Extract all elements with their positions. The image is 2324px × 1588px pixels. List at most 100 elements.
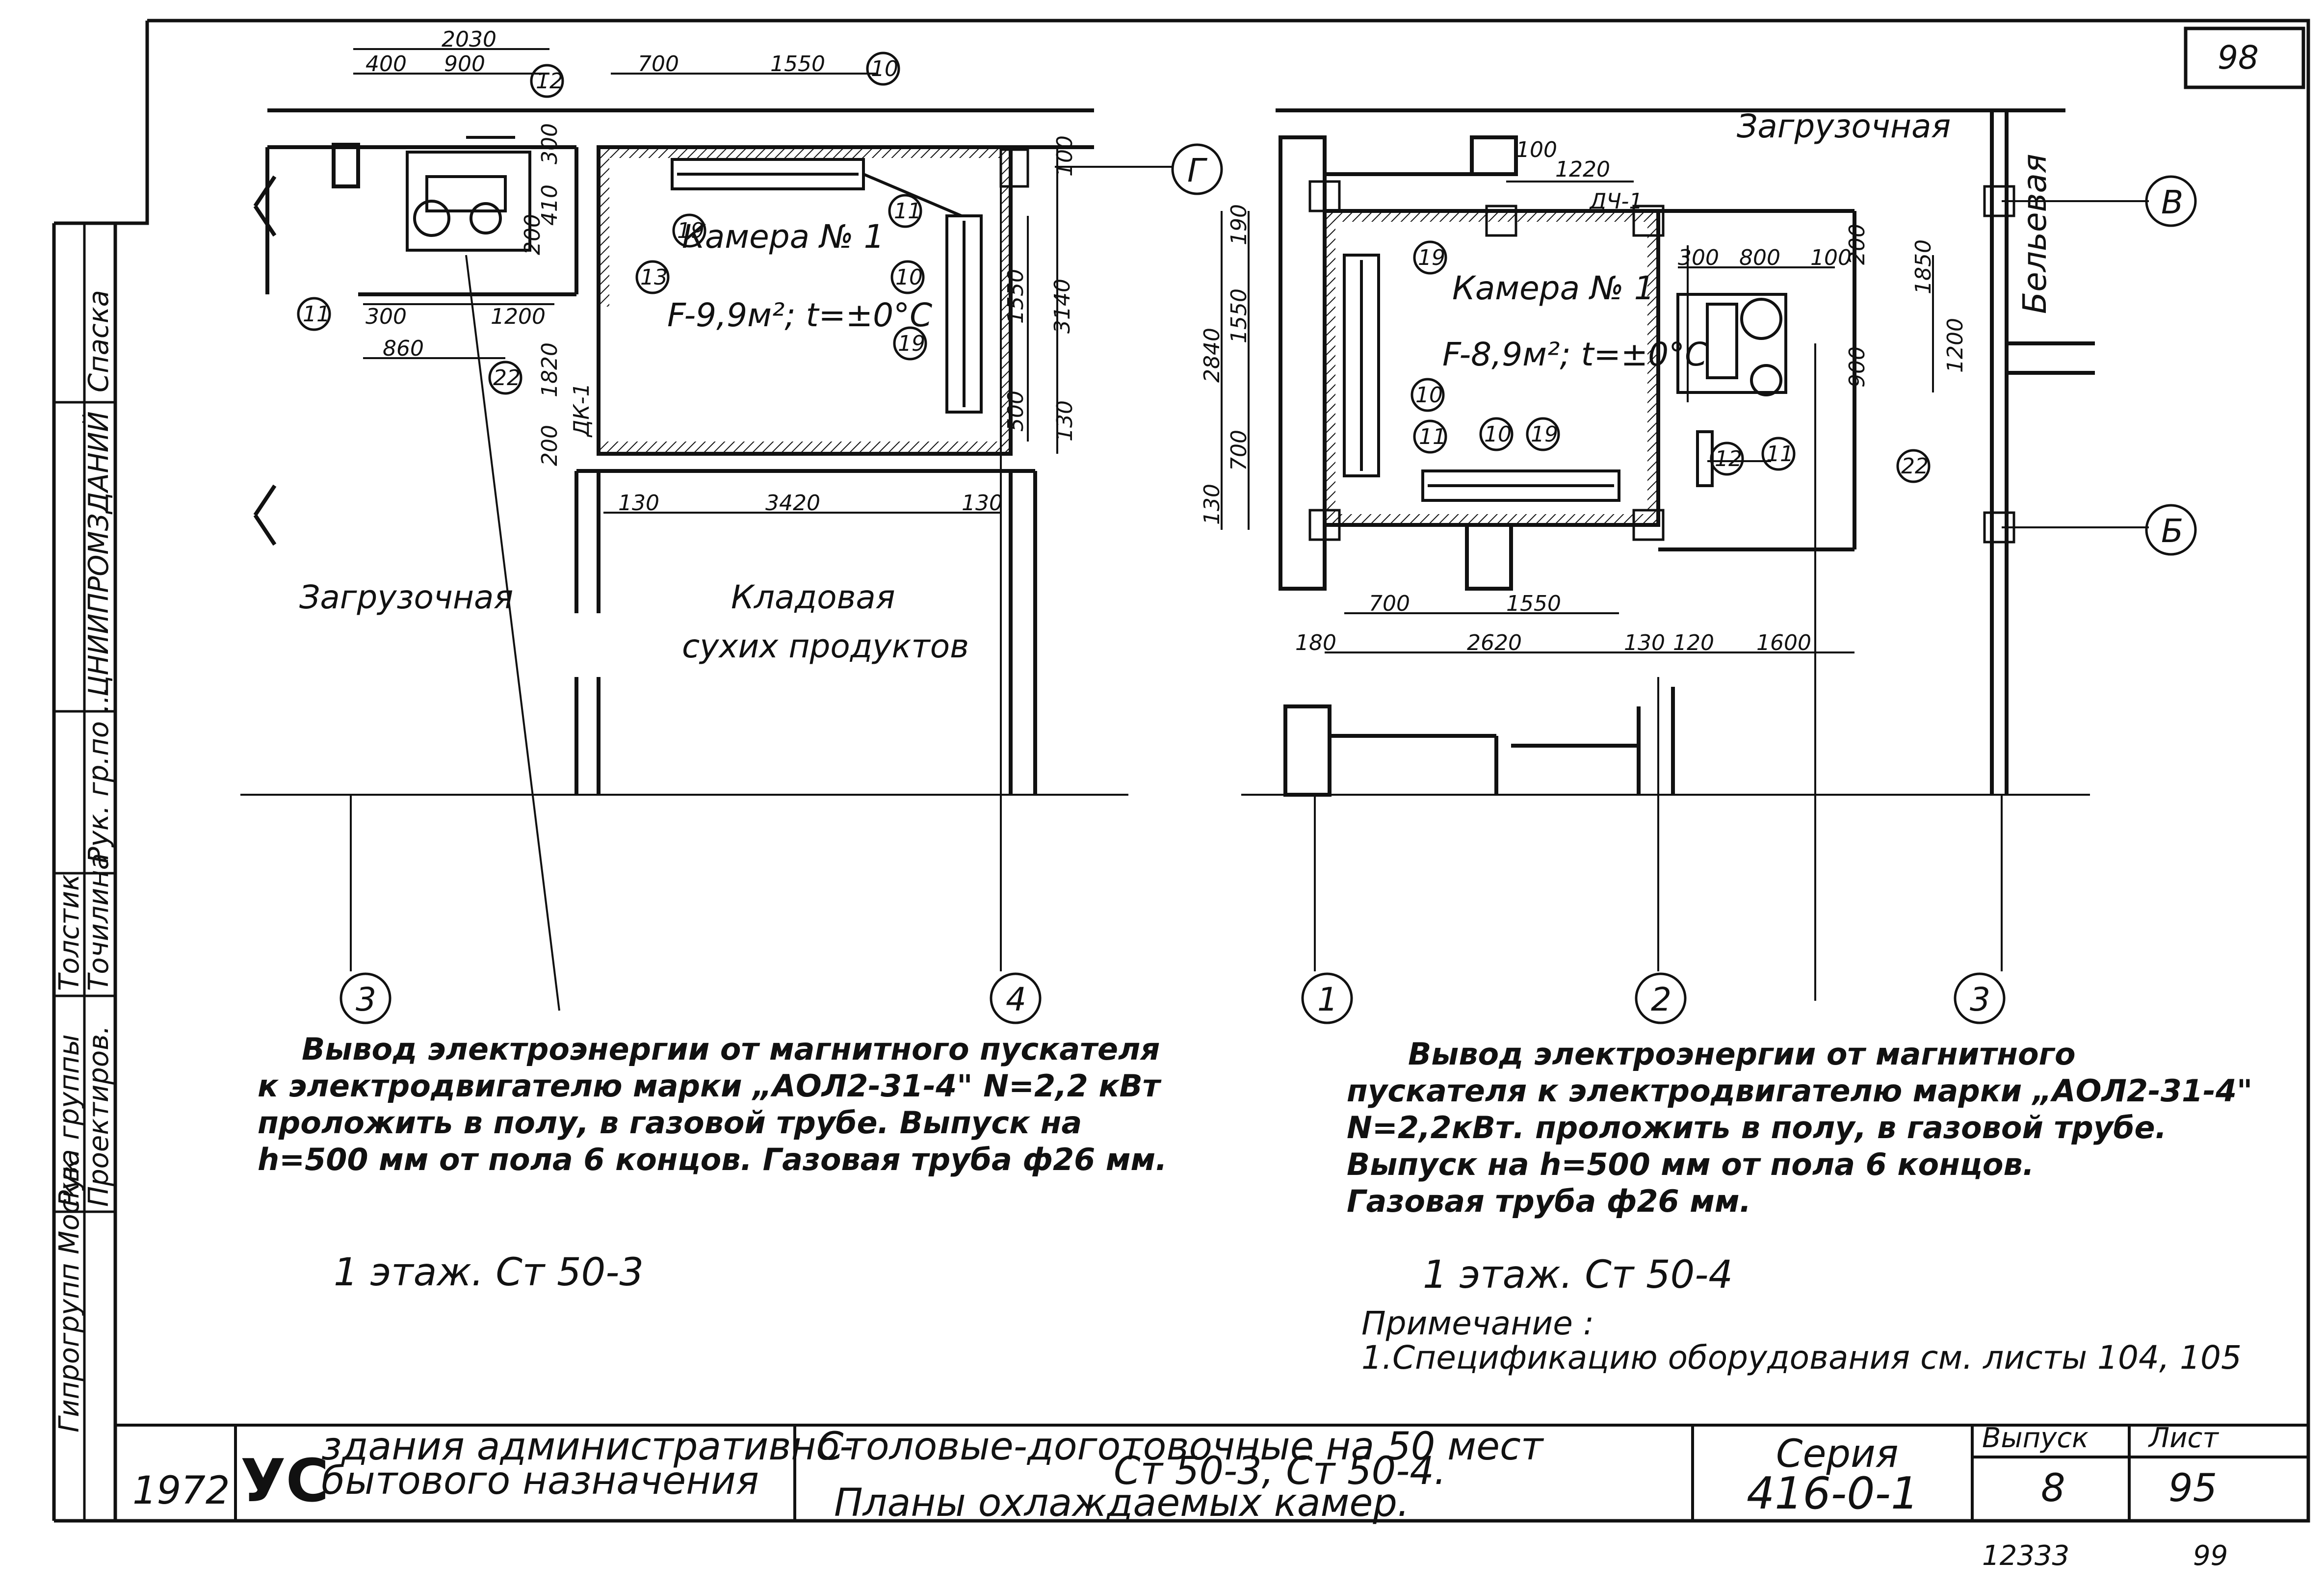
- right-dim-200: 200: [1845, 224, 1870, 265]
- year: 1972: [132, 1469, 230, 1513]
- remark-text: 1.Спецификацию оборудования см. листы 10…: [1361, 1339, 2242, 1377]
- axis-3-bubble-right: [1954, 972, 2006, 1024]
- left-dim-3420: 3420: [765, 491, 820, 516]
- right-dim-900: 900: [1845, 346, 1870, 388]
- axis-b-bubble: [2145, 504, 2197, 556]
- axis-label-1: 1: [1317, 981, 1338, 1018]
- left-dim-300-v: 300: [537, 123, 562, 164]
- right-marker-11: 11: [1419, 424, 1446, 449]
- left-compressor-unit: [406, 136, 531, 252]
- left-dim-900: 900: [444, 52, 485, 77]
- left-marker-11: 11: [894, 199, 921, 224]
- right-coolers: [1343, 254, 1620, 502]
- right-dim-1550: 1550: [1227, 288, 1252, 343]
- right-markers: [1410, 240, 1931, 483]
- right-note-line-1: Вывод электроэнергии от магнитного: [1408, 1036, 2076, 1072]
- stamp-org: ЦНИИПРОМЗДАНИЙ: [83, 412, 115, 697]
- title-line-3: Планы охлаждаемых камер.: [834, 1481, 1410, 1525]
- right-marker-22: 22: [1901, 454, 1929, 479]
- left-dim-130-a: 130: [618, 491, 659, 516]
- left-coolers: [671, 158, 983, 414]
- right-plan-walls: [1241, 108, 2095, 797]
- sheet-value: 95: [2168, 1466, 2217, 1510]
- right-marker-10-a: 10: [1415, 383, 1443, 408]
- right-note-line-5: Газовая труба ф26 мм.: [1347, 1183, 1751, 1219]
- right-marker-11-b: 11: [1766, 442, 1794, 467]
- right-axes: [1314, 200, 2149, 1001]
- axis-g-bubble: [1171, 143, 1223, 195]
- corner-number: 98: [2218, 39, 2259, 77]
- right-camera-insulation: [1308, 205, 1665, 541]
- axis-label-g: Г: [1187, 152, 1208, 189]
- axis-4-bubble: [990, 972, 1042, 1024]
- org-line-2: бытового назначения: [321, 1459, 759, 1503]
- issue-value: 8: [2041, 1466, 2065, 1510]
- left-note-line-2: к электродвигателю марки „АОЛ2-31-4" N=2…: [258, 1068, 1162, 1104]
- left-marker-13: 13: [640, 265, 668, 290]
- right-dim-100: 100: [1516, 137, 1557, 162]
- right-camera-label: Камера № 1: [1452, 269, 1655, 307]
- bottom-number-2: 99: [2193, 1540, 2228, 1572]
- right-note-line-2: пускателя к электродвигателю марки „АОЛ2…: [1347, 1073, 2252, 1109]
- left-caption: 1 этаж. Ст 50-3: [334, 1250, 644, 1295]
- remark-title: Примечание :: [1361, 1304, 1594, 1342]
- right-door-label: ДЧ-1: [1589, 189, 1643, 214]
- left-dim-100: 100: [1052, 135, 1077, 177]
- right-dim-300: 300: [1678, 245, 1719, 270]
- axis-v-bubble: [2145, 175, 2197, 227]
- stamp-role-1: Рук. группы: [53, 1034, 85, 1207]
- right-columns: [1308, 180, 2015, 544]
- right-dim-700-b: 700: [1369, 591, 1410, 616]
- left-dim-1820: 1820: [537, 342, 562, 397]
- right-note-line-4: Выпуск на h=500 мм от пола 6 концов.: [1347, 1146, 2034, 1182]
- bottom-number-1: 12333: [1982, 1540, 2069, 1572]
- left-dim-860: 860: [383, 336, 424, 361]
- right-dim-130: 130: [1200, 484, 1225, 525]
- right-dim-100-b: 100: [1810, 245, 1852, 270]
- left-door-label: ДК-1: [569, 383, 594, 438]
- sheet-label: Лист: [2148, 1422, 2219, 1454]
- right-caption: 1 этаж. Ст 50-4: [1423, 1253, 1733, 1297]
- left-camera-formula: F-9,9м²; t=±0°С: [667, 296, 932, 334]
- title-block: [115, 1424, 2308, 1521]
- left-dim-1550: 1550: [770, 52, 825, 77]
- left-plan-walls: [240, 108, 1128, 796]
- stamp-role-2: Проектиров.: [83, 1025, 115, 1207]
- right-dim-1200: 1200: [1943, 318, 1968, 373]
- series-label: Серия: [1776, 1432, 1899, 1476]
- left-markers: [297, 52, 927, 395]
- left-camera-insulation: [599, 147, 1029, 454]
- right-dim-1850: 1850: [1911, 239, 1936, 294]
- right-note-line-3: N=2,2кВт. проложить в полу, в газовой тр…: [1347, 1110, 2167, 1145]
- right-dim-1550-b: 1550: [1506, 591, 1561, 616]
- left-marker-11-b: 11: [303, 302, 330, 327]
- right-dim-2840: 2840: [1200, 328, 1225, 383]
- right-marker-19-a: 19: [1418, 245, 1445, 270]
- right-dim-1600: 1600: [1756, 630, 1811, 655]
- right-marker-10-b: 10: [1484, 422, 1512, 447]
- left-dim-410: 410: [537, 184, 562, 226]
- axis-label-b: Б: [2161, 512, 2183, 550]
- title-line-1: Столовые-доготовочные на 50 мест: [817, 1425, 1544, 1469]
- axis-label-2: 2: [1651, 981, 1671, 1018]
- left-dim-200-v: 200: [520, 214, 545, 255]
- axis-label-4: 4: [1006, 981, 1026, 1018]
- left-dimension-lines: [353, 48, 1058, 514]
- left-marker-19: 19: [898, 331, 925, 356]
- left-dim-2030: 2030: [442, 27, 496, 52]
- axis-label-v: В: [2161, 183, 2183, 221]
- right-dim-180: 180: [1295, 630, 1336, 655]
- left-room-pantry-2: сухих продуктов: [682, 627, 969, 665]
- stamp-col-a: Гипрогрупп Москва: [53, 1149, 85, 1432]
- left-dim-400: 400: [366, 52, 407, 77]
- title-line-2: Ст 50-3, Ст 50-4.: [1114, 1449, 1446, 1493]
- right-marker-19-b: 19: [1531, 422, 1558, 447]
- left-dim-700: 700: [638, 52, 679, 77]
- left-dim-500: 500: [1003, 390, 1028, 432]
- left-marker-19-top: 19: [677, 218, 705, 243]
- left-note-line-4: h=500 мм от пола 6 концов. Газовая труба…: [258, 1142, 1167, 1177]
- right-dim-1220: 1220: [1555, 157, 1610, 182]
- left-dim-130-v: 130: [1052, 400, 1077, 442]
- right-room-laundry: Бельевая: [2016, 154, 2054, 314]
